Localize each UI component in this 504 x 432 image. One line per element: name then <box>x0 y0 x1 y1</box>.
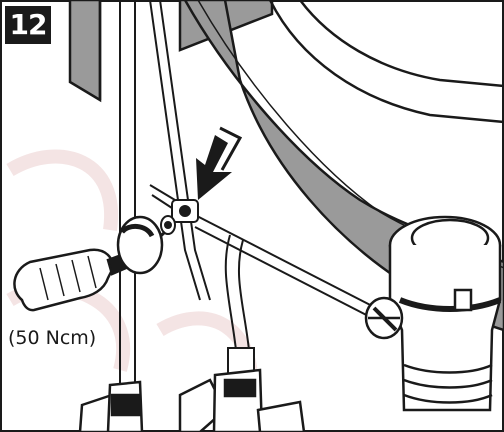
pull-rod <box>119 0 211 432</box>
flex-hose <box>224 234 255 377</box>
angle-valves <box>78 368 306 432</box>
drain-ball-joint <box>364 296 404 340</box>
step-number-badge: 12 <box>5 6 51 44</box>
wall-escutcheon <box>116 215 164 275</box>
torque-annotation: (50 Ncm) <box>8 327 97 349</box>
down-arrow-icon <box>196 126 243 200</box>
rod-clamp <box>160 199 199 235</box>
drain-body <box>388 215 502 412</box>
